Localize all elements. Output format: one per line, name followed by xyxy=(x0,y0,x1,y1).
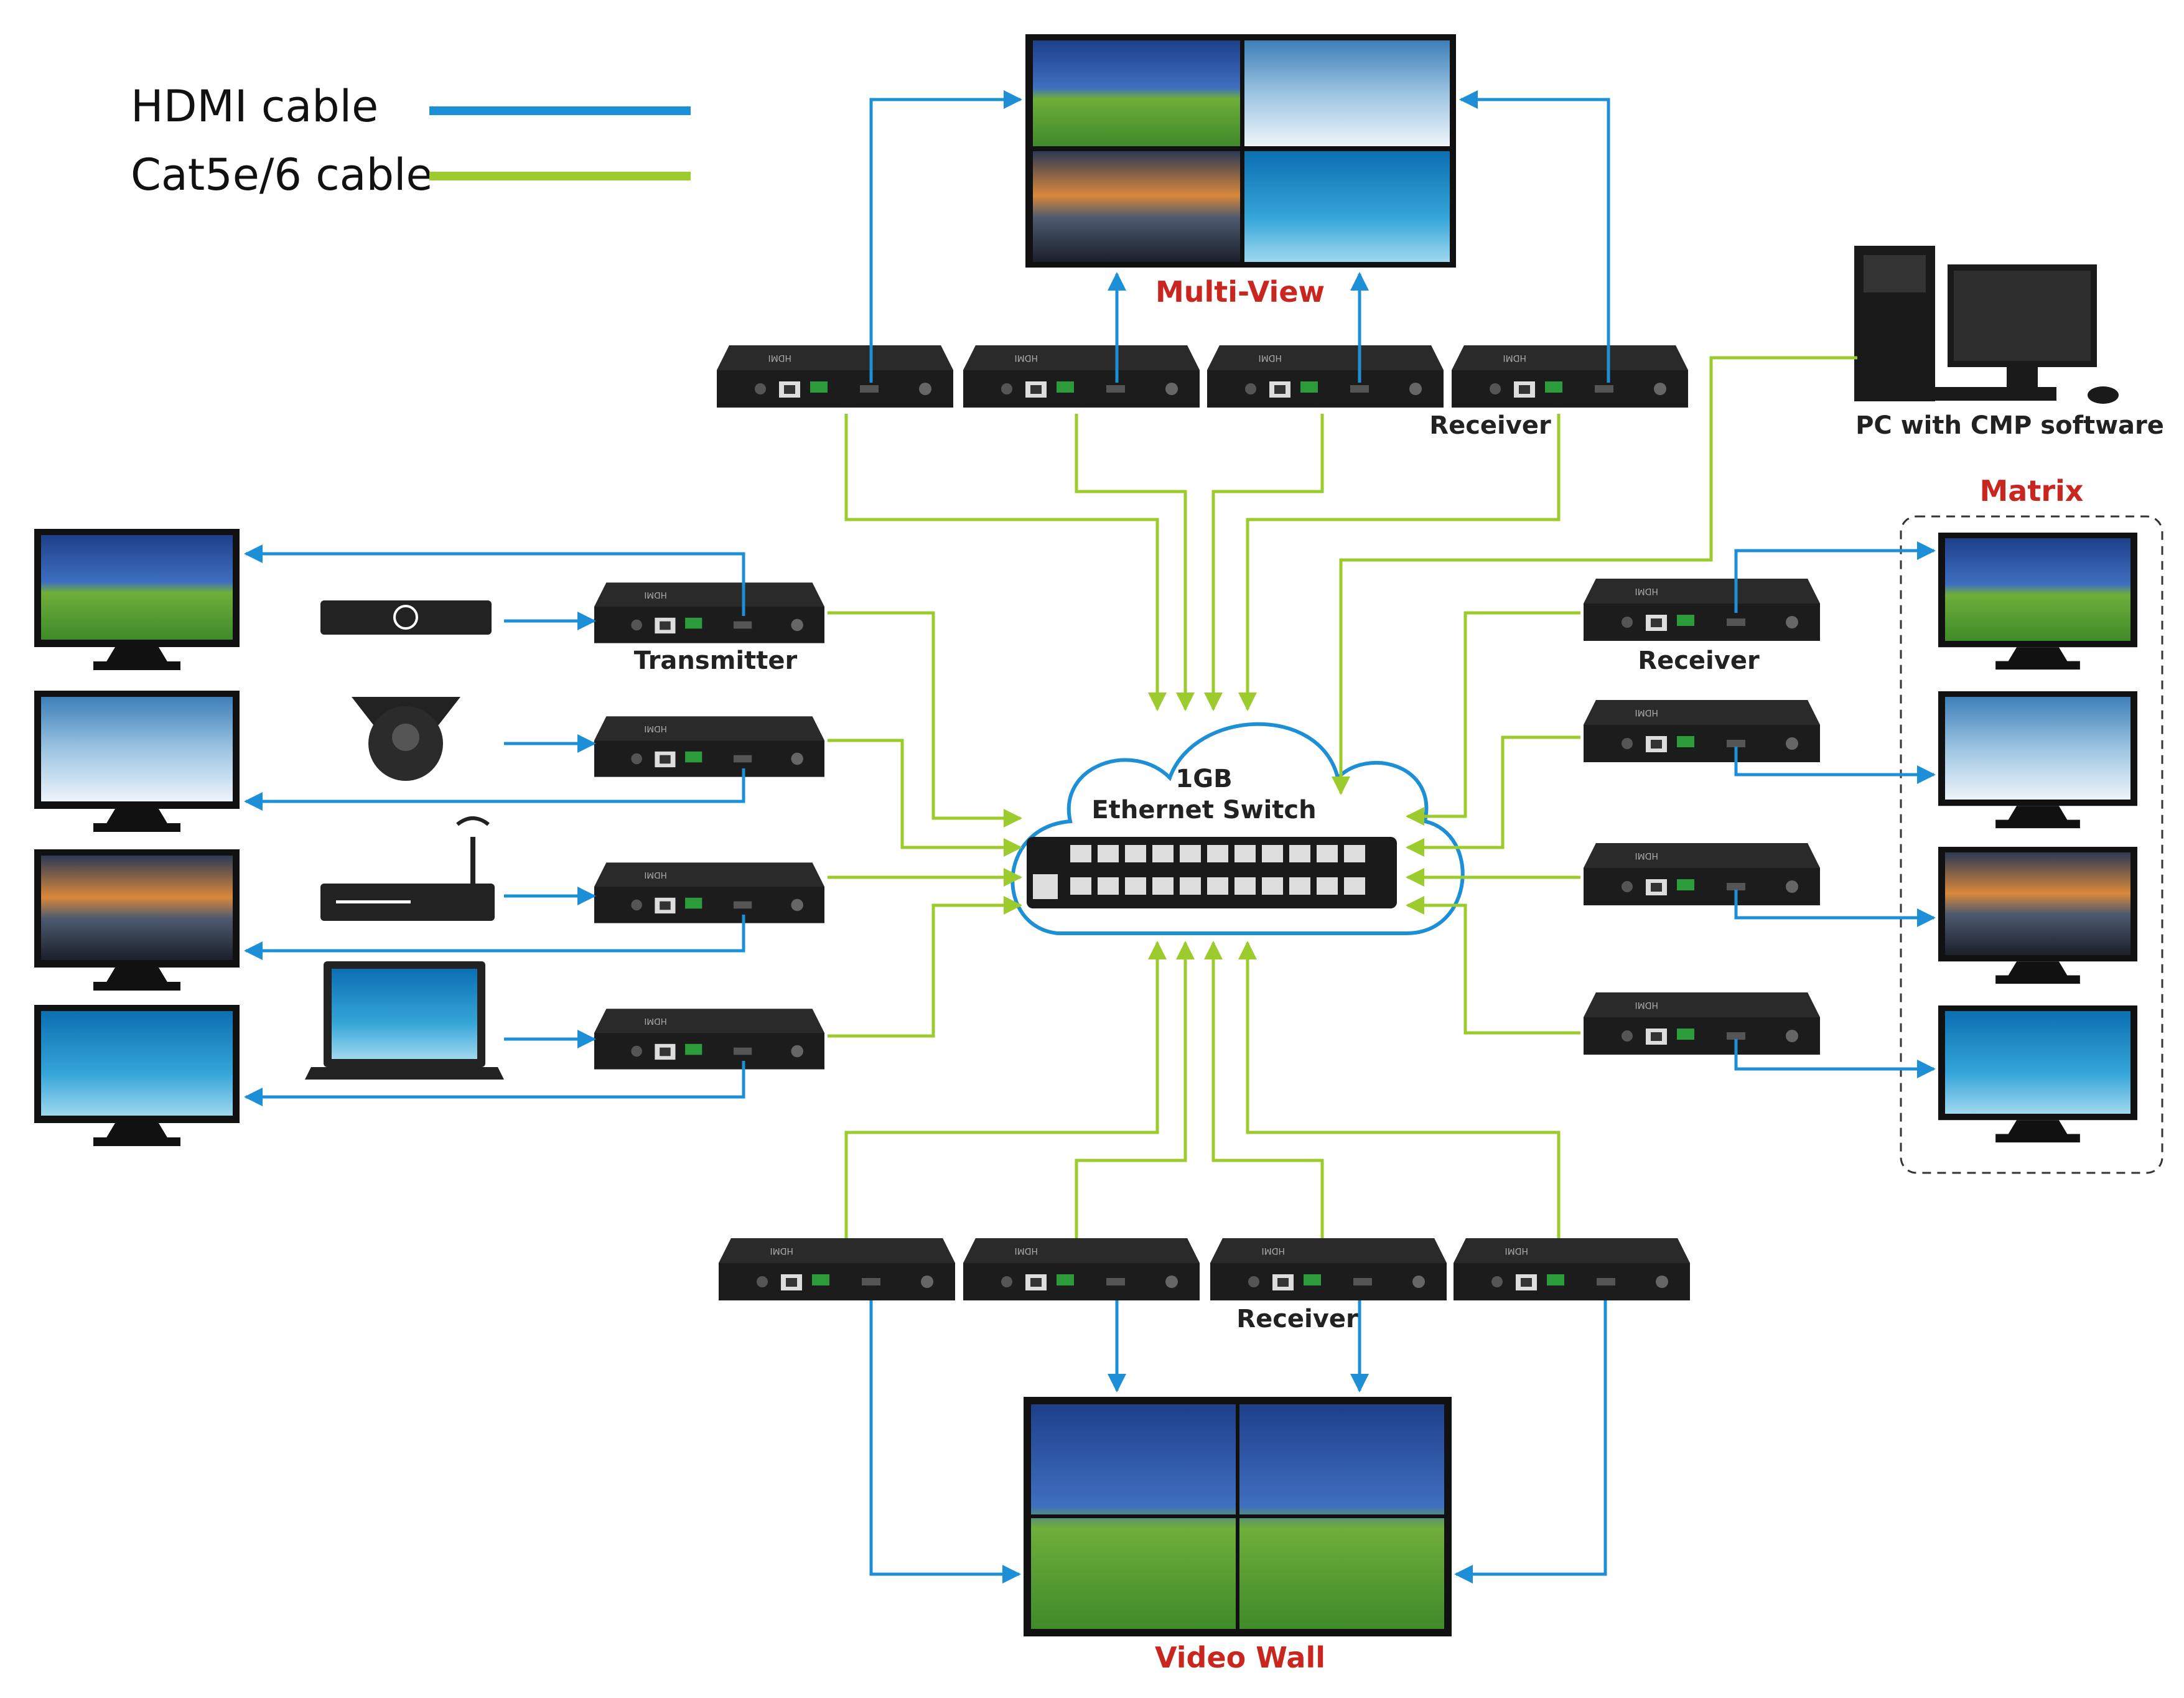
set-top-box-source xyxy=(320,600,492,635)
right-receiver-3 xyxy=(1584,843,1820,905)
bottom-receiver-4 xyxy=(1454,1238,1690,1300)
matrix-monitor-1 xyxy=(1938,532,2137,670)
matrix-group-outline xyxy=(1900,515,2163,1174)
bottom-receiver-3 xyxy=(1210,1238,1447,1300)
transmitter-label: Transmitter xyxy=(634,646,798,675)
right-receiver-label: Receiver xyxy=(1638,646,1760,675)
multi-view-screen xyxy=(1025,34,1456,268)
transmitter-2 xyxy=(594,716,824,777)
top-receiver-3 xyxy=(1207,345,1444,408)
left-monitor-1 xyxy=(34,529,240,670)
matrix-label: Matrix xyxy=(1980,474,2084,508)
transmitter-1 xyxy=(594,582,824,643)
left-monitor-3 xyxy=(34,849,240,991)
laptop-source xyxy=(305,961,504,1080)
top-receiver-1 xyxy=(717,345,953,408)
matrix-monitor-3 xyxy=(1938,846,2137,984)
router-source xyxy=(320,816,495,921)
switch-label-line1: 1GB xyxy=(1175,765,1232,793)
bottom-receiver-2 xyxy=(963,1238,1200,1300)
top-receiver-label: Receiver xyxy=(1429,411,1551,440)
bottom-receiver-label: Receiver xyxy=(1236,1305,1358,1333)
legend-hdmi-label: HDMI cable xyxy=(131,81,378,132)
top-receiver-2 xyxy=(963,345,1200,408)
matrix-monitor-4 xyxy=(1938,1005,2137,1143)
right-receiver-4 xyxy=(1584,992,1820,1055)
left-monitor-2 xyxy=(34,691,240,832)
transmitter-3 xyxy=(594,862,824,923)
top-receiver-4 xyxy=(1452,345,1688,408)
matrix-monitor-2 xyxy=(1938,691,2137,829)
video-wall-screen xyxy=(1024,1397,1452,1636)
video-wall-label: Video Wall xyxy=(1155,1641,1325,1674)
pc-label: PC with CMP software xyxy=(1855,411,2164,440)
right-receiver-1 xyxy=(1584,579,1820,641)
multi-view-label: Multi-View xyxy=(1155,275,1325,309)
ethernet-switch-cloud xyxy=(1010,722,1465,935)
bottom-receiver-1 xyxy=(719,1238,955,1300)
camera-source xyxy=(352,697,460,781)
legend-cat-label: Cat5e/6 cable xyxy=(131,149,433,200)
transmitter-4 xyxy=(594,1009,824,1070)
switch-label-line2: Ethernet Switch xyxy=(1091,796,1316,824)
left-monitor-4 xyxy=(34,1005,240,1146)
pc-computer xyxy=(1854,246,2119,404)
right-receiver-2 xyxy=(1584,700,1820,762)
